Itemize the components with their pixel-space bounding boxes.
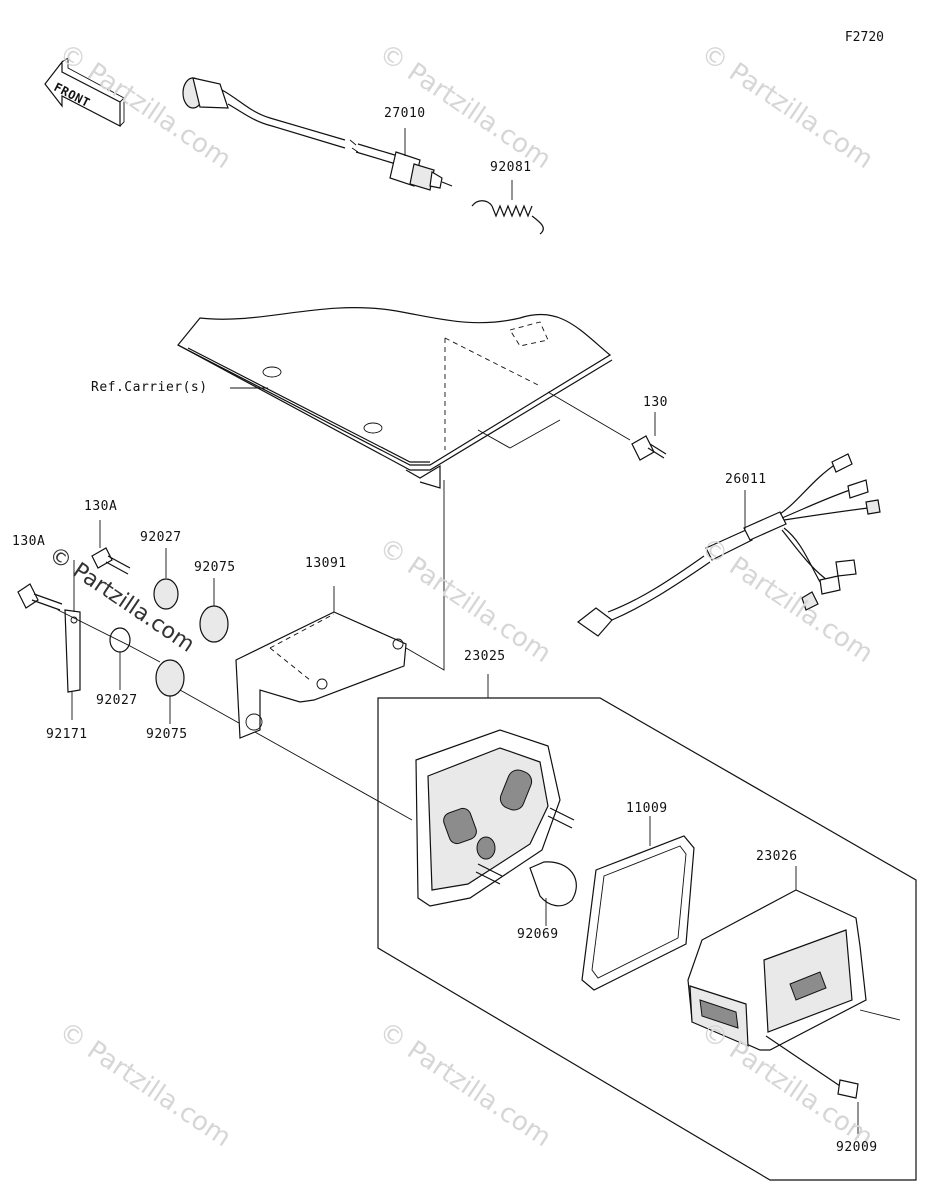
label-23025: 23025 (464, 649, 506, 664)
carrier-plate (177, 307, 631, 489)
label-26011: 26011 (725, 472, 767, 487)
screw-92009 (765, 1035, 859, 1138)
tail-light-assembly-23025 (377, 674, 917, 1181)
label-ref-carrier: Ref.Carrier(s) (91, 380, 208, 395)
label-92171: 92171 (46, 727, 88, 742)
label-23026: 23026 (756, 849, 798, 864)
label-92075-top: 92075 (194, 560, 236, 575)
label-92027-bottom: 92027 (96, 693, 138, 708)
bracket-13091 (235, 480, 445, 739)
label-27010: 27010 (384, 106, 426, 121)
label-92009: 92009 (836, 1140, 878, 1155)
harness-26011 (576, 453, 881, 637)
mounting-hardware (17, 520, 413, 821)
gasket-11009 (581, 816, 695, 991)
switch-27010 (182, 77, 453, 191)
spring-92081 (471, 180, 544, 235)
diagram-code: F2720 (844, 30, 884, 45)
label-13091: 13091 (305, 556, 347, 571)
label-92069: 92069 (517, 927, 559, 942)
label-130a-top: 130A (84, 499, 118, 514)
label-92027-top: 92027 (140, 530, 182, 545)
bulb-92069 (529, 861, 577, 926)
bolt-130 (631, 412, 667, 461)
label-92075-bottom: 92075 (146, 727, 188, 742)
label-11009: 11009 (626, 801, 668, 816)
label-92081: 92081 (490, 160, 532, 175)
label-130: 130 (643, 395, 668, 410)
front-arrow-icon (44, 57, 125, 127)
lens-23026 (687, 866, 901, 1051)
tail-light-base (415, 729, 575, 907)
label-130a-left: 130A (12, 534, 46, 549)
